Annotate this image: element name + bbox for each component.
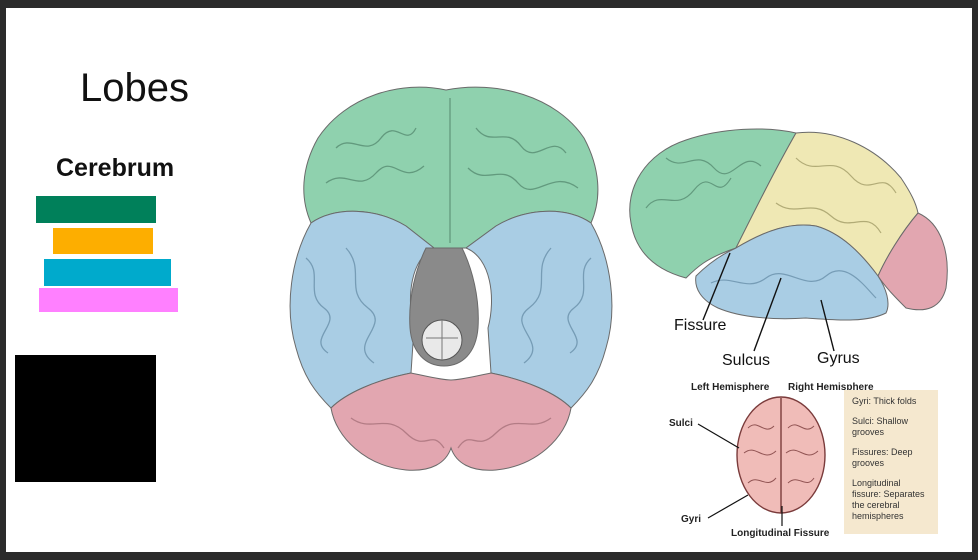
color-bar-cyan	[44, 259, 171, 286]
inferior-brain-view	[289, 86, 613, 471]
sulci-pointer	[697, 423, 740, 449]
note-longitudinal-fissure: Longitudinal fissure: Separates the cere…	[852, 478, 925, 521]
slide-title: Lobes	[80, 66, 189, 110]
black-placeholder-box	[15, 355, 156, 482]
right-hemisphere-label: Right Hemisphere	[788, 382, 874, 393]
cerebrum-subtitle: Cerebrum	[56, 154, 175, 182]
sulci-label: Sulci	[669, 418, 693, 429]
note-sulci: Sulci: Shallow grooves	[852, 416, 909, 437]
notes-panel: Gyri: Thick folds Sulci: Shallow grooves…	[844, 390, 938, 534]
lateral-occipital-lobe	[877, 212, 948, 311]
top-view-brain	[697, 396, 826, 526]
sulcus-label: Sulcus	[722, 352, 771, 369]
frontal-gyri	[325, 98, 579, 243]
brain-diagrams	[289, 86, 948, 526]
note-gyri: Gyri: Thick folds	[852, 396, 917, 406]
slide: Lobes Cerebrum	[6, 8, 972, 552]
temporal-gyri	[305, 247, 592, 364]
gyrus-pointer	[820, 299, 835, 352]
longitudinal-fissure-label: Longitudinal Fissure	[731, 528, 830, 539]
color-bar-green	[36, 196, 156, 223]
left-hemisphere-label: Left Hemisphere	[691, 382, 770, 393]
note-fissures: Fissures: Deep grooves	[852, 447, 913, 468]
inferior-occipital-lobe	[330, 372, 572, 471]
lateral-brain-view	[629, 128, 948, 352]
sulcus-pointer	[753, 277, 782, 352]
gyrus-label: Gyrus	[817, 350, 860, 367]
lateral-temporal-lobe	[695, 224, 889, 321]
color-bar-pink	[39, 288, 178, 312]
gyri-label: Gyri	[681, 514, 702, 525]
fissure-label: Fissure	[674, 317, 727, 334]
occipital-gyri	[350, 417, 552, 449]
gyri-pointer	[707, 494, 749, 519]
color-bar-orange	[53, 228, 153, 254]
fissure-pointer	[702, 252, 731, 321]
